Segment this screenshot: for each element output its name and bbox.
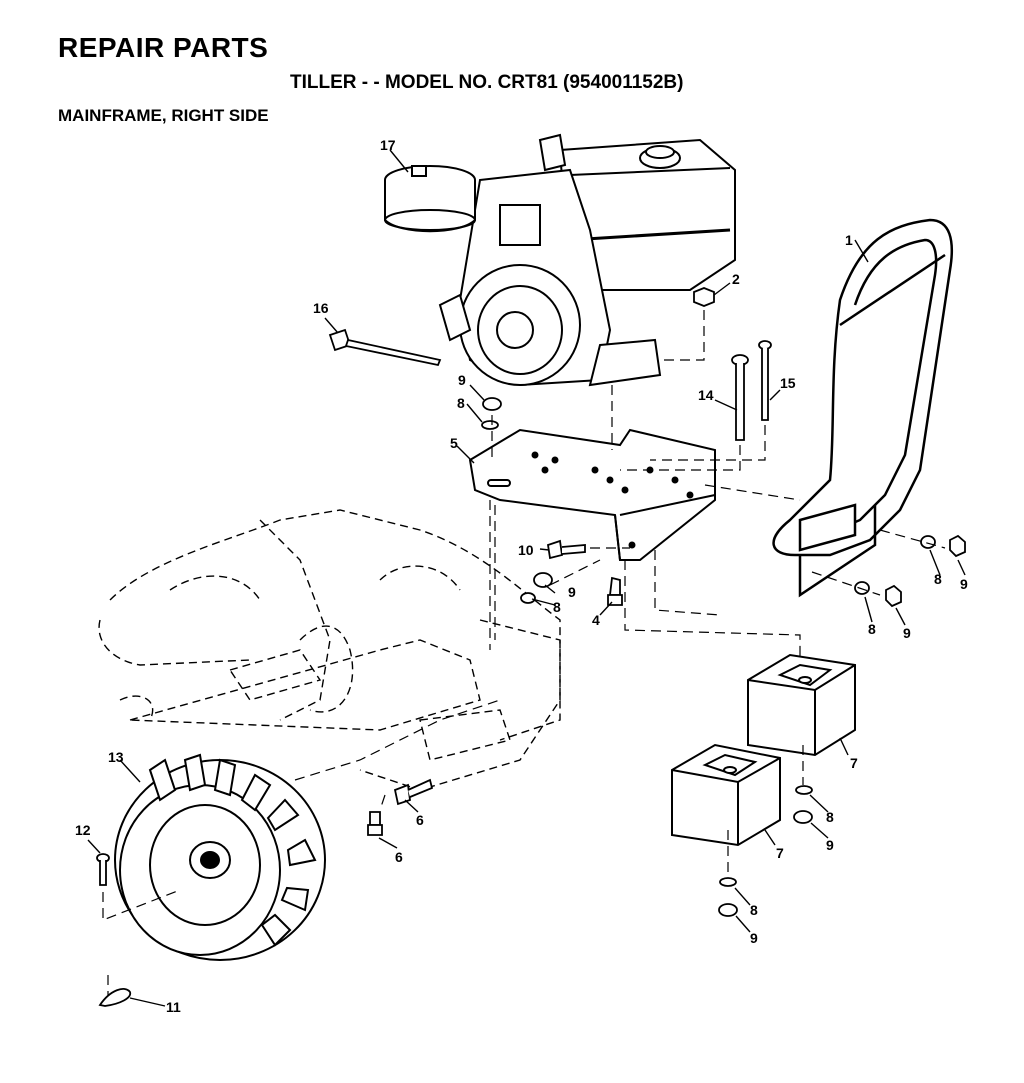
callout-12: 12 [75, 822, 91, 838]
callout-9-weight: 9 [826, 837, 834, 853]
page-title: REPAIR PARTS [58, 32, 269, 63]
engine [384, 133, 736, 387]
callout-13: 13 [108, 749, 124, 765]
model-subtitle: TILLER - - MODEL NO. CRT81 (954001152B) [290, 72, 684, 93]
callout-1: 1 [845, 232, 853, 248]
mainframe-plate [468, 428, 716, 561]
callout-11: 11 [166, 999, 181, 1015]
callout-8-weight: 8 [826, 809, 834, 825]
leader-lines [87, 149, 966, 1007]
weight-lower [671, 743, 781, 847]
callout-8-bottom: 8 [750, 902, 758, 918]
callout-6-lower: 6 [395, 849, 403, 865]
callout-8-mid: 8 [553, 599, 561, 615]
callout-17: 17 [380, 137, 396, 153]
callout-6-upper: 6 [416, 812, 424, 828]
callout-4: 4 [592, 612, 600, 628]
hardware [96, 287, 966, 1007]
callout-8-right: 8 [934, 571, 942, 587]
callout-labels: 17 1 2 16 9 8 14 15 5 10 9 8 4 8 9 8 9 7… [75, 137, 968, 1015]
callout-9-right: 9 [960, 576, 968, 592]
callout-5: 5 [450, 435, 458, 451]
assembly-lines [102, 310, 946, 995]
callout-9-right2: 9 [903, 625, 911, 641]
wheel-tire [114, 753, 326, 961]
weight-upper [747, 653, 856, 757]
section-heading: MAINFRAME, RIGHT SIDE [58, 106, 269, 125]
callout-10: 10 [518, 542, 534, 558]
callout-7-upper: 7 [850, 755, 858, 771]
callout-2: 2 [732, 271, 740, 287]
callout-9-bottom: 9 [750, 930, 758, 946]
callout-15: 15 [780, 375, 796, 391]
handle-guard [772, 218, 954, 598]
callout-16: 16 [313, 300, 329, 316]
callout-9-mid: 9 [568, 584, 576, 600]
callout-8-right2: 8 [868, 621, 876, 637]
callout-7-lower: 7 [776, 845, 784, 861]
callout-9-top: 9 [458, 372, 466, 388]
tiller-body-outline [98, 509, 561, 791]
callout-14: 14 [698, 387, 714, 403]
callout-8-top: 8 [457, 395, 465, 411]
